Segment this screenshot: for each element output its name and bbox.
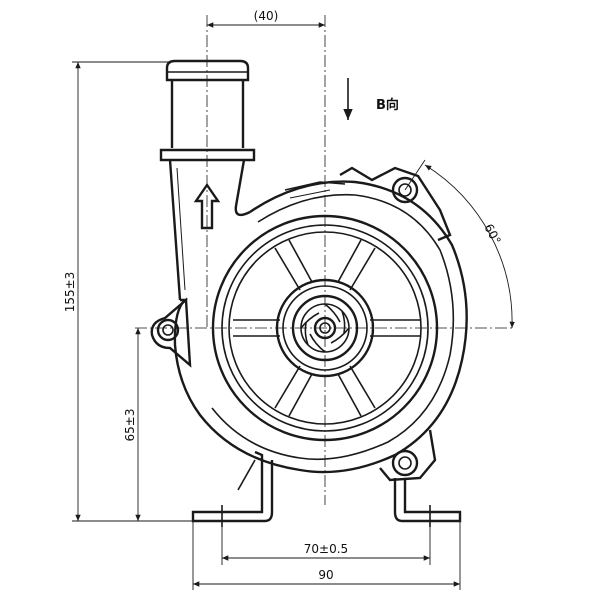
dimension-angle: 60° [404, 159, 515, 329]
impeller-icon [300, 303, 350, 353]
dimension-mount-height: 65±3 [123, 328, 141, 521]
mount-height-label: 65±3 [123, 409, 137, 442]
angle-label: 60° [481, 221, 503, 246]
dimension-top-offset: (40) [207, 9, 325, 28]
overall-height-label: 155±3 [63, 272, 77, 313]
view-direction-label: B向 [376, 97, 399, 113]
top-offset-label: (40) [254, 9, 279, 23]
view-direction-arrow: B向 [343, 78, 399, 120]
mounting-feet [191, 450, 462, 527]
dimension-overall-height: 155±3 [63, 61, 195, 522]
pump-housing [150, 166, 468, 482]
dimension-overall-width: 90 [192, 520, 461, 590]
outlet-pipe [159, 59, 256, 301]
rotor-spokes [233, 239, 420, 417]
flow-arrow-icon [193, 182, 221, 230]
dimension-hole-spacing: 70±0.5 [221, 520, 431, 565]
rotor-assembly [211, 214, 439, 442]
overall-width-label: 90 [318, 568, 333, 582]
hole-spacing-label: 70±0.5 [304, 542, 348, 556]
